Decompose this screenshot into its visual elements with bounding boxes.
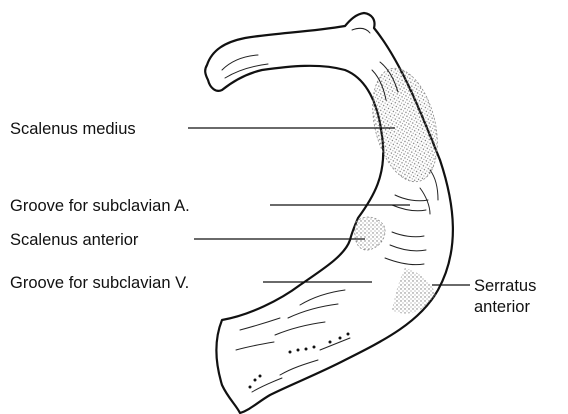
- label-serratus-anterior-line2: anterior: [474, 298, 530, 316]
- rib-outline: [205, 13, 453, 413]
- label-serratus-anterior-line1: Serratus: [474, 277, 536, 295]
- label-groove-subclavian-a: Groove for subclavian A.: [10, 197, 190, 215]
- label-scalenus-anterior: Scalenus anterior: [10, 231, 139, 249]
- label-scalenus-medius: Scalenus medius: [10, 120, 136, 138]
- label-groove-subclavian-v: Groove for subclavian V.: [10, 274, 189, 292]
- labels: Scalenus medius Groove for subclavian A.…: [10, 120, 536, 316]
